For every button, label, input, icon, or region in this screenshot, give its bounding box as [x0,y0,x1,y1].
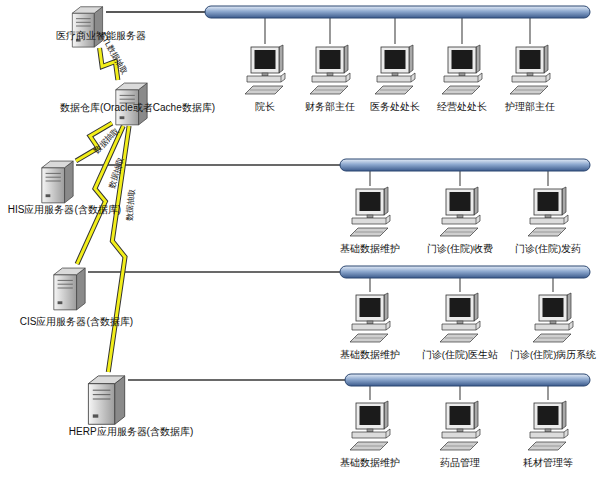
server-icon [88,376,124,424]
computer-label: 门诊(住院)医生站 [417,350,503,361]
computer-label: 门诊(住院)发药 [505,244,591,255]
server-label: HERP应用服务器(含数据库) [56,426,206,438]
computer-icon [350,401,390,450]
server-icon [42,161,73,203]
server-icon [54,268,85,310]
computer-node: 门诊(住院)医生站 [417,292,503,344]
computer-label: 基础数据维护 [327,350,413,361]
network-bus [345,374,590,386]
computer-node: 耗材管理等 [505,400,591,452]
computer-label: 院长 [233,102,297,113]
computer-icon [442,45,482,94]
computer-node: 基础数据维护 [327,292,413,344]
computer-node: 护理部主任 [498,44,562,96]
server-node: HERP应用服务器(含数据库) [84,372,128,426]
server-icon [72,7,102,47]
computer-icon [440,293,480,342]
lightning-fill [108,126,129,372]
server-label: HIS应用服务器(含数据库) [2,204,127,216]
computer-node: 经营处处长 [430,44,494,96]
computer-icon [528,187,568,236]
network-bus [205,6,590,18]
computer-icon [528,401,568,450]
computer-label: 财务部主任 [298,102,362,113]
network-buses [205,6,590,386]
computer-node: 药品管理 [417,400,503,452]
computer-label: 耗材管理等 [505,458,591,469]
computer-icon [510,45,550,94]
lightning-link [108,126,129,372]
computer-label: 门诊(住院)收费 [417,244,503,255]
computer-node: 基础数据维护 [327,186,413,238]
device-icons [42,7,573,450]
network-cable [88,272,370,292]
computer-label: 护理部主任 [498,102,562,113]
computer-node: 门诊(住院)收费 [417,186,503,238]
computer-label: 门诊(住院)病历系统 [510,350,596,361]
network-cable [128,380,370,400]
link-label: 数据抽取 [126,189,137,222]
computer-icon [350,187,390,236]
network-bus [340,159,590,171]
computer-label: 药品管理 [417,458,503,469]
computer-label: 基础数据维护 [327,458,413,469]
computer-label: 医务处处长 [363,102,427,113]
computer-icon [375,45,415,94]
computer-icon [533,293,573,342]
computer-label: 经营处处长 [430,102,494,113]
computer-node: 医务处处长 [363,44,427,96]
computer-icon [245,45,285,94]
computer-node: 财务部主任 [298,44,362,96]
server-label: 数据仓库(Oracle或者Cache数据库) [60,102,205,114]
computer-node: 院长 [233,44,297,96]
server-node: 数据仓库(Oracle或者Cache数据库) [112,80,150,126]
computer-node: 门诊(住院)发药 [505,186,591,238]
server-node: CIS应用服务器(含数据库) [50,264,88,312]
computer-icon [440,187,480,236]
server-node: HIS应用服务器(含数据库) [38,157,76,205]
network-bus [340,266,590,278]
server-label: CIS应用服务器(含数据库) [14,316,139,328]
computer-icon [350,293,390,342]
computer-node: 门诊(住院)病历系统 [510,292,596,344]
lightning-outline [108,126,129,372]
computer-label: 基础数据维护 [327,244,413,255]
computer-icon [440,401,480,450]
computer-node: 基础数据维护 [327,400,413,452]
computer-icon [310,45,350,94]
